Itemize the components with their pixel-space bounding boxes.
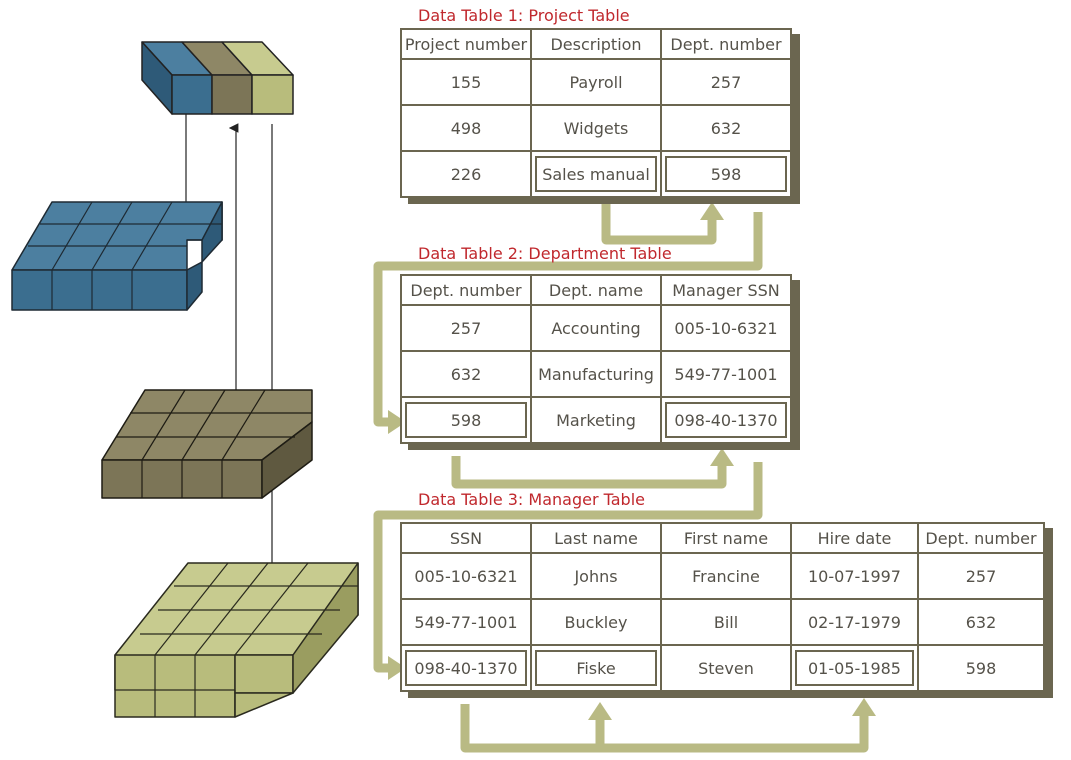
combined-record-block — [141, 41, 294, 115]
blue-data-slab — [11, 201, 223, 311]
table-row: 005-10-6321 Johns Francine 10-07-1997 25… — [402, 554, 1043, 600]
table-cell: 549-77-1001 — [402, 600, 532, 646]
header-cell: First name — [662, 524, 792, 554]
table-cell: 10-07-1997 — [792, 554, 919, 600]
table-cell: Buckley — [532, 600, 662, 646]
manager-table: SSN Last name First name Hire date Dept.… — [400, 522, 1045, 692]
table-cell: 632 — [662, 106, 790, 152]
header-cell: Dept. number — [662, 30, 790, 60]
table-row: 549-77-1001 Buckley Bill 02-17-1979 632 — [402, 600, 1043, 646]
relation-arrows — [373, 204, 869, 753]
highlighted-cell: Fiske — [532, 646, 662, 690]
table-cell: Steven — [662, 646, 792, 690]
table-row: 632 Manufacturing 549-77-1001 — [402, 352, 790, 398]
table-title-project: Data Table 1: Project Table — [418, 6, 630, 25]
highlighted-cell: Sales manual — [532, 152, 662, 196]
table-row: 098-40-1370 Fiske Steven 01-05-1985 598 — [402, 646, 1043, 690]
table-cell: 632 — [919, 600, 1043, 646]
table-header-row: SSN Last name First name Hire date Dept.… — [402, 524, 1043, 554]
header-cell: SSN — [402, 524, 532, 554]
header-cell: Dept. number — [919, 524, 1043, 554]
table-cell: 155 — [402, 60, 532, 106]
table-cell: Marketing — [532, 398, 662, 442]
table-title-department: Data Table 2: Department Table — [418, 244, 672, 263]
highlighted-cell: 598 — [402, 398, 532, 442]
table-header-row: Project number Description Dept. number — [402, 30, 790, 60]
header-cell: Hire date — [792, 524, 919, 554]
highlighted-cell: 01-05-1985 — [792, 646, 919, 690]
department-table: Dept. number Dept. name Manager SSN 257 … — [400, 274, 792, 444]
table-cell: 02-17-1979 — [792, 600, 919, 646]
table-cell: Bill — [662, 600, 792, 646]
table-cell: 632 — [402, 352, 532, 398]
highlighted-cell: 598 — [662, 152, 790, 196]
olive-data-slab — [114, 562, 359, 718]
header-cell: Dept. number — [402, 276, 532, 306]
project-table: Project number Description Dept. number … — [400, 28, 792, 198]
table-title-manager: Data Table 3: Manager Table — [418, 490, 645, 509]
table-header-row: Dept. number Dept. name Manager SSN — [402, 276, 790, 306]
header-cell: Description — [532, 30, 662, 60]
table-cell: Accounting — [532, 306, 662, 352]
header-cell: Last name — [532, 524, 662, 554]
highlighted-cell: 098-40-1370 — [402, 646, 532, 690]
table-cell: 005-10-6321 — [662, 306, 790, 352]
brown-data-slab — [101, 389, 313, 499]
table-cell: 598 — [965, 658, 997, 678]
table-cell: 257 — [919, 554, 1043, 600]
table-cell: Manufacturing — [532, 352, 662, 398]
table-cell: 226 — [402, 152, 532, 196]
table-cell: 257 — [662, 60, 790, 106]
relation-arrow-heads — [388, 202, 876, 720]
header-cell: Project number — [402, 30, 532, 60]
table-cell: 498 — [402, 106, 532, 152]
table-row: 155 Payroll 257 — [402, 60, 790, 106]
table-cell: Payroll — [532, 60, 662, 106]
highlighted-cell: 098-40-1370 — [662, 398, 790, 442]
table-row: 598 Marketing 098-40-1370 — [402, 398, 790, 442]
table-row: 498 Widgets 632 — [402, 106, 790, 152]
table-row: 226 Sales manual 598 — [402, 152, 790, 196]
table-cell: Widgets — [532, 106, 662, 152]
table-cell: Johns — [532, 554, 662, 600]
table-cell: 005-10-6321 — [402, 554, 532, 600]
header-cell: Manager SSN — [662, 276, 790, 306]
table-row: 257 Accounting 005-10-6321 — [402, 306, 790, 352]
table-cell: Francine — [662, 554, 792, 600]
table-cell: 549-77-1001 — [662, 352, 790, 398]
header-cell: Dept. name — [532, 276, 662, 306]
table-cell: 257 — [402, 306, 532, 352]
